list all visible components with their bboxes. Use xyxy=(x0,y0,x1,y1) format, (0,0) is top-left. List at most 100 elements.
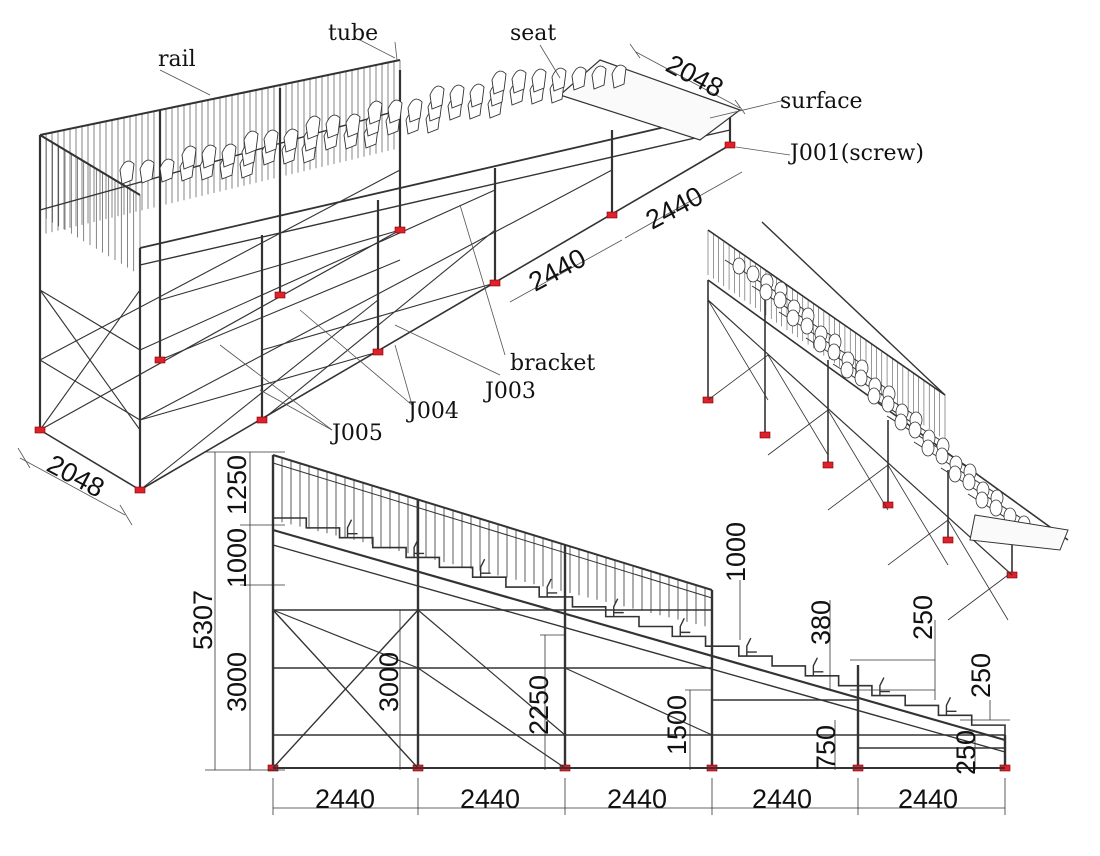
diagonal-brace xyxy=(272,609,419,669)
seat xyxy=(221,143,237,168)
side-dimension-lines xyxy=(205,451,1010,815)
foot-plate xyxy=(394,226,406,234)
horizontal-ledger xyxy=(139,169,613,421)
seat xyxy=(773,291,787,309)
diagonal-brace xyxy=(947,574,1009,621)
horizontal-ledger xyxy=(139,189,496,351)
seat xyxy=(611,64,627,89)
diagonal-brace xyxy=(707,299,769,401)
dim-bay-3: 2440 xyxy=(607,784,667,814)
seat-profile xyxy=(746,637,757,657)
seat-profile xyxy=(879,677,890,696)
label-tube: tube xyxy=(328,21,378,46)
iso-seat-rows xyxy=(119,64,627,185)
foot-plate xyxy=(274,291,286,299)
dim-tier-1000-left: 1000 xyxy=(222,528,252,588)
side-scaffold-frame xyxy=(267,454,1011,772)
seat xyxy=(159,158,175,183)
ground-ledger xyxy=(39,229,401,431)
foot-plate xyxy=(759,431,771,439)
dim-height-3000-mid: 3000 xyxy=(374,652,404,712)
foot-plate xyxy=(256,416,268,424)
ground-ledger xyxy=(39,429,141,491)
seat xyxy=(894,413,908,431)
dim-height-250-a: 250 xyxy=(908,595,938,640)
horizontal-ledger xyxy=(39,359,141,421)
dim-bay-2440-lower: 2440 xyxy=(524,243,591,298)
isometric-view: rail tube seat surface J001(screw) brack… xyxy=(17,21,924,526)
seat xyxy=(759,283,773,301)
seat xyxy=(591,65,607,90)
dim-rail-height-1250: 1250 xyxy=(222,455,252,515)
perspective-structure xyxy=(702,221,1069,621)
foot-plate xyxy=(822,461,834,469)
dim-height-1500: 1500 xyxy=(662,695,692,755)
seat-profile xyxy=(945,696,957,716)
rail-top-tube xyxy=(707,229,946,396)
foot-plate xyxy=(882,501,894,509)
foot-plate xyxy=(489,279,501,287)
seat xyxy=(867,387,881,405)
perspective-view xyxy=(702,221,1069,621)
foot-plate xyxy=(724,141,736,149)
label-seat: seat xyxy=(510,21,556,46)
seat xyxy=(367,100,383,125)
seat xyxy=(935,447,949,465)
rail-top-tube xyxy=(272,454,713,591)
stringer-tube xyxy=(707,299,1013,576)
label-j005: J005 xyxy=(330,421,383,446)
seat-profile xyxy=(546,578,558,597)
stringer-tube xyxy=(139,111,731,249)
label-j003: J003 xyxy=(483,379,536,404)
seat xyxy=(962,473,976,491)
dim-height-380: 380 xyxy=(806,600,836,645)
seat xyxy=(283,128,299,153)
seat xyxy=(800,317,814,335)
label-bracket: bracket xyxy=(510,351,595,376)
seat xyxy=(813,335,827,353)
deck-surface xyxy=(969,514,1069,551)
diagonal-brace xyxy=(261,229,496,421)
seat xyxy=(732,257,746,275)
label-rail: rail xyxy=(158,47,196,72)
seat xyxy=(469,83,485,108)
diagonal-brace xyxy=(139,299,379,491)
seat xyxy=(840,361,854,379)
diagonal-brace xyxy=(564,667,713,736)
foot-plate xyxy=(154,356,166,364)
seat xyxy=(429,85,445,110)
dim-tier-1000-right: 1000 xyxy=(721,522,751,582)
diagonal-brace xyxy=(417,609,566,736)
dim-height-250-c: 250 xyxy=(951,730,981,775)
seat xyxy=(325,114,341,139)
seat xyxy=(387,99,403,124)
foot-plate xyxy=(606,211,618,219)
iso-callout-leaders xyxy=(159,39,791,431)
dim-height-250-b: 250 xyxy=(966,653,996,698)
diagonal-brace xyxy=(39,289,141,431)
side-elevation-view: 5307 1250 1000 3000 3000 2250 1500 1000 … xyxy=(188,451,1011,815)
seat xyxy=(243,130,259,155)
dim-bay-5: 2440 xyxy=(898,784,958,814)
diagonal-brace xyxy=(159,229,401,301)
diagonal-brace xyxy=(887,464,949,566)
diagonal-brace xyxy=(139,351,379,421)
diagonal-brace xyxy=(887,519,949,566)
seat xyxy=(571,66,587,91)
seat xyxy=(407,98,423,123)
seat xyxy=(921,439,935,457)
seat xyxy=(908,421,922,439)
rail-top-tube xyxy=(761,221,946,396)
seat xyxy=(975,491,989,509)
diagonal-brace xyxy=(827,464,889,511)
rail-inner-tube xyxy=(272,462,713,599)
foot-plate xyxy=(134,486,146,494)
diagonal-brace xyxy=(767,409,829,456)
seat xyxy=(551,67,567,92)
diagonal-brace xyxy=(827,409,889,511)
stringer-tube xyxy=(139,129,731,266)
seat xyxy=(181,145,197,170)
dim-height-3000-left: 3000 xyxy=(222,652,252,712)
diagonal-brace xyxy=(272,609,419,769)
